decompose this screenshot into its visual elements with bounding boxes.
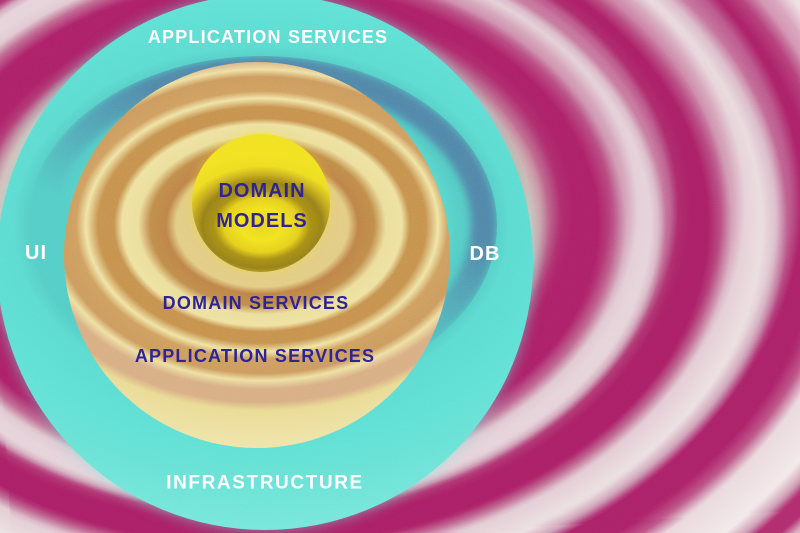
- label-infrastructure: INFRASTRUCTURE: [166, 472, 364, 494]
- label-domain-models: DOMAIN MODELS: [216, 180, 308, 232]
- label-domain-services: DOMAIN SERVICES: [162, 293, 350, 314]
- label-db: DB: [469, 243, 501, 265]
- label-application-services-top: APPLICATION SERVICES: [147, 27, 389, 48]
- label-application-services-inner: APPLICATION SERVICES: [134, 346, 376, 367]
- label-ui: UI: [25, 242, 47, 264]
